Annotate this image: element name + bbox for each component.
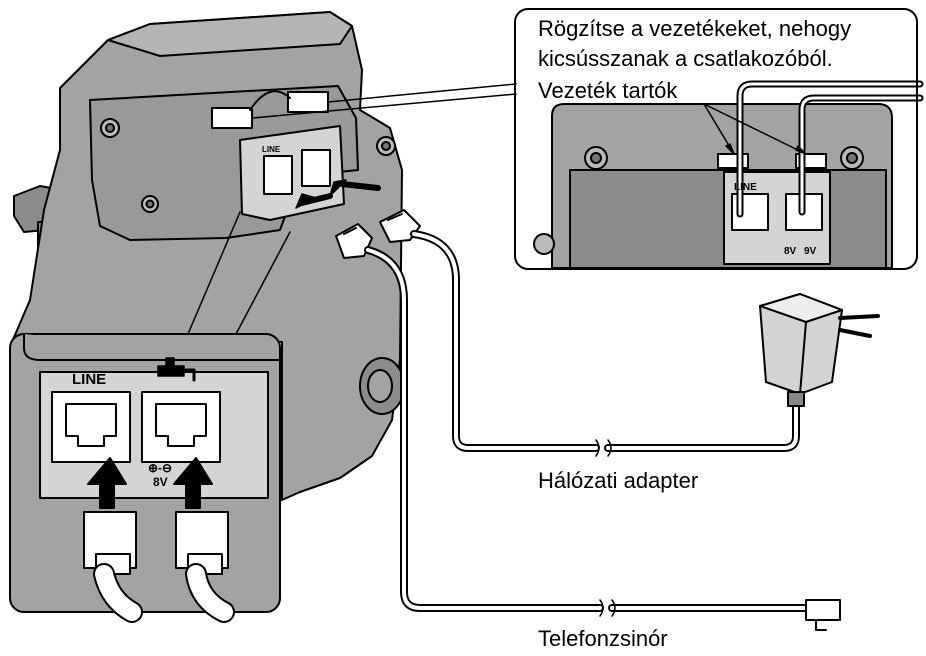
callout-instruction-line2: kicsússzanak a csatlakozóból. xyxy=(538,46,833,71)
callout-line-label: LINE xyxy=(734,182,757,193)
callout-8v-label: 8V xyxy=(784,246,797,257)
telephone-cord-end-plug xyxy=(805,599,841,631)
base-line-label: LINE xyxy=(262,145,281,154)
ac-adaptor-icon xyxy=(759,293,880,407)
callout-instruction-line1: Rögzítse a vezetékeket, nehogy xyxy=(538,16,852,41)
holder-pointer-lines xyxy=(703,103,807,155)
telephone-cord xyxy=(364,246,810,617)
dc-voltage-label: 8V xyxy=(153,475,168,489)
dc-polarity-label: ⊕-⊖ xyxy=(148,461,172,475)
callout-connector-lines xyxy=(251,83,517,119)
zoom-connector-lines xyxy=(187,211,291,335)
callout-9v-label: 9V xyxy=(804,246,817,257)
jack-detail-inset xyxy=(9,333,281,623)
ac-adaptor-label: Hálózati adapter xyxy=(538,468,699,493)
insert-arrows-base xyxy=(295,179,381,209)
adaptor-cord xyxy=(410,230,800,457)
dc-power-icon xyxy=(157,357,196,382)
callout-cords xyxy=(736,80,924,218)
base-unit xyxy=(11,11,405,501)
telephone-cord-label: Telefonzsinór xyxy=(538,626,668,651)
cord-holders-detail xyxy=(533,103,893,269)
inset-line-label: LINE xyxy=(72,371,106,388)
cord-holders-label: Vezeték tartók xyxy=(538,78,678,103)
